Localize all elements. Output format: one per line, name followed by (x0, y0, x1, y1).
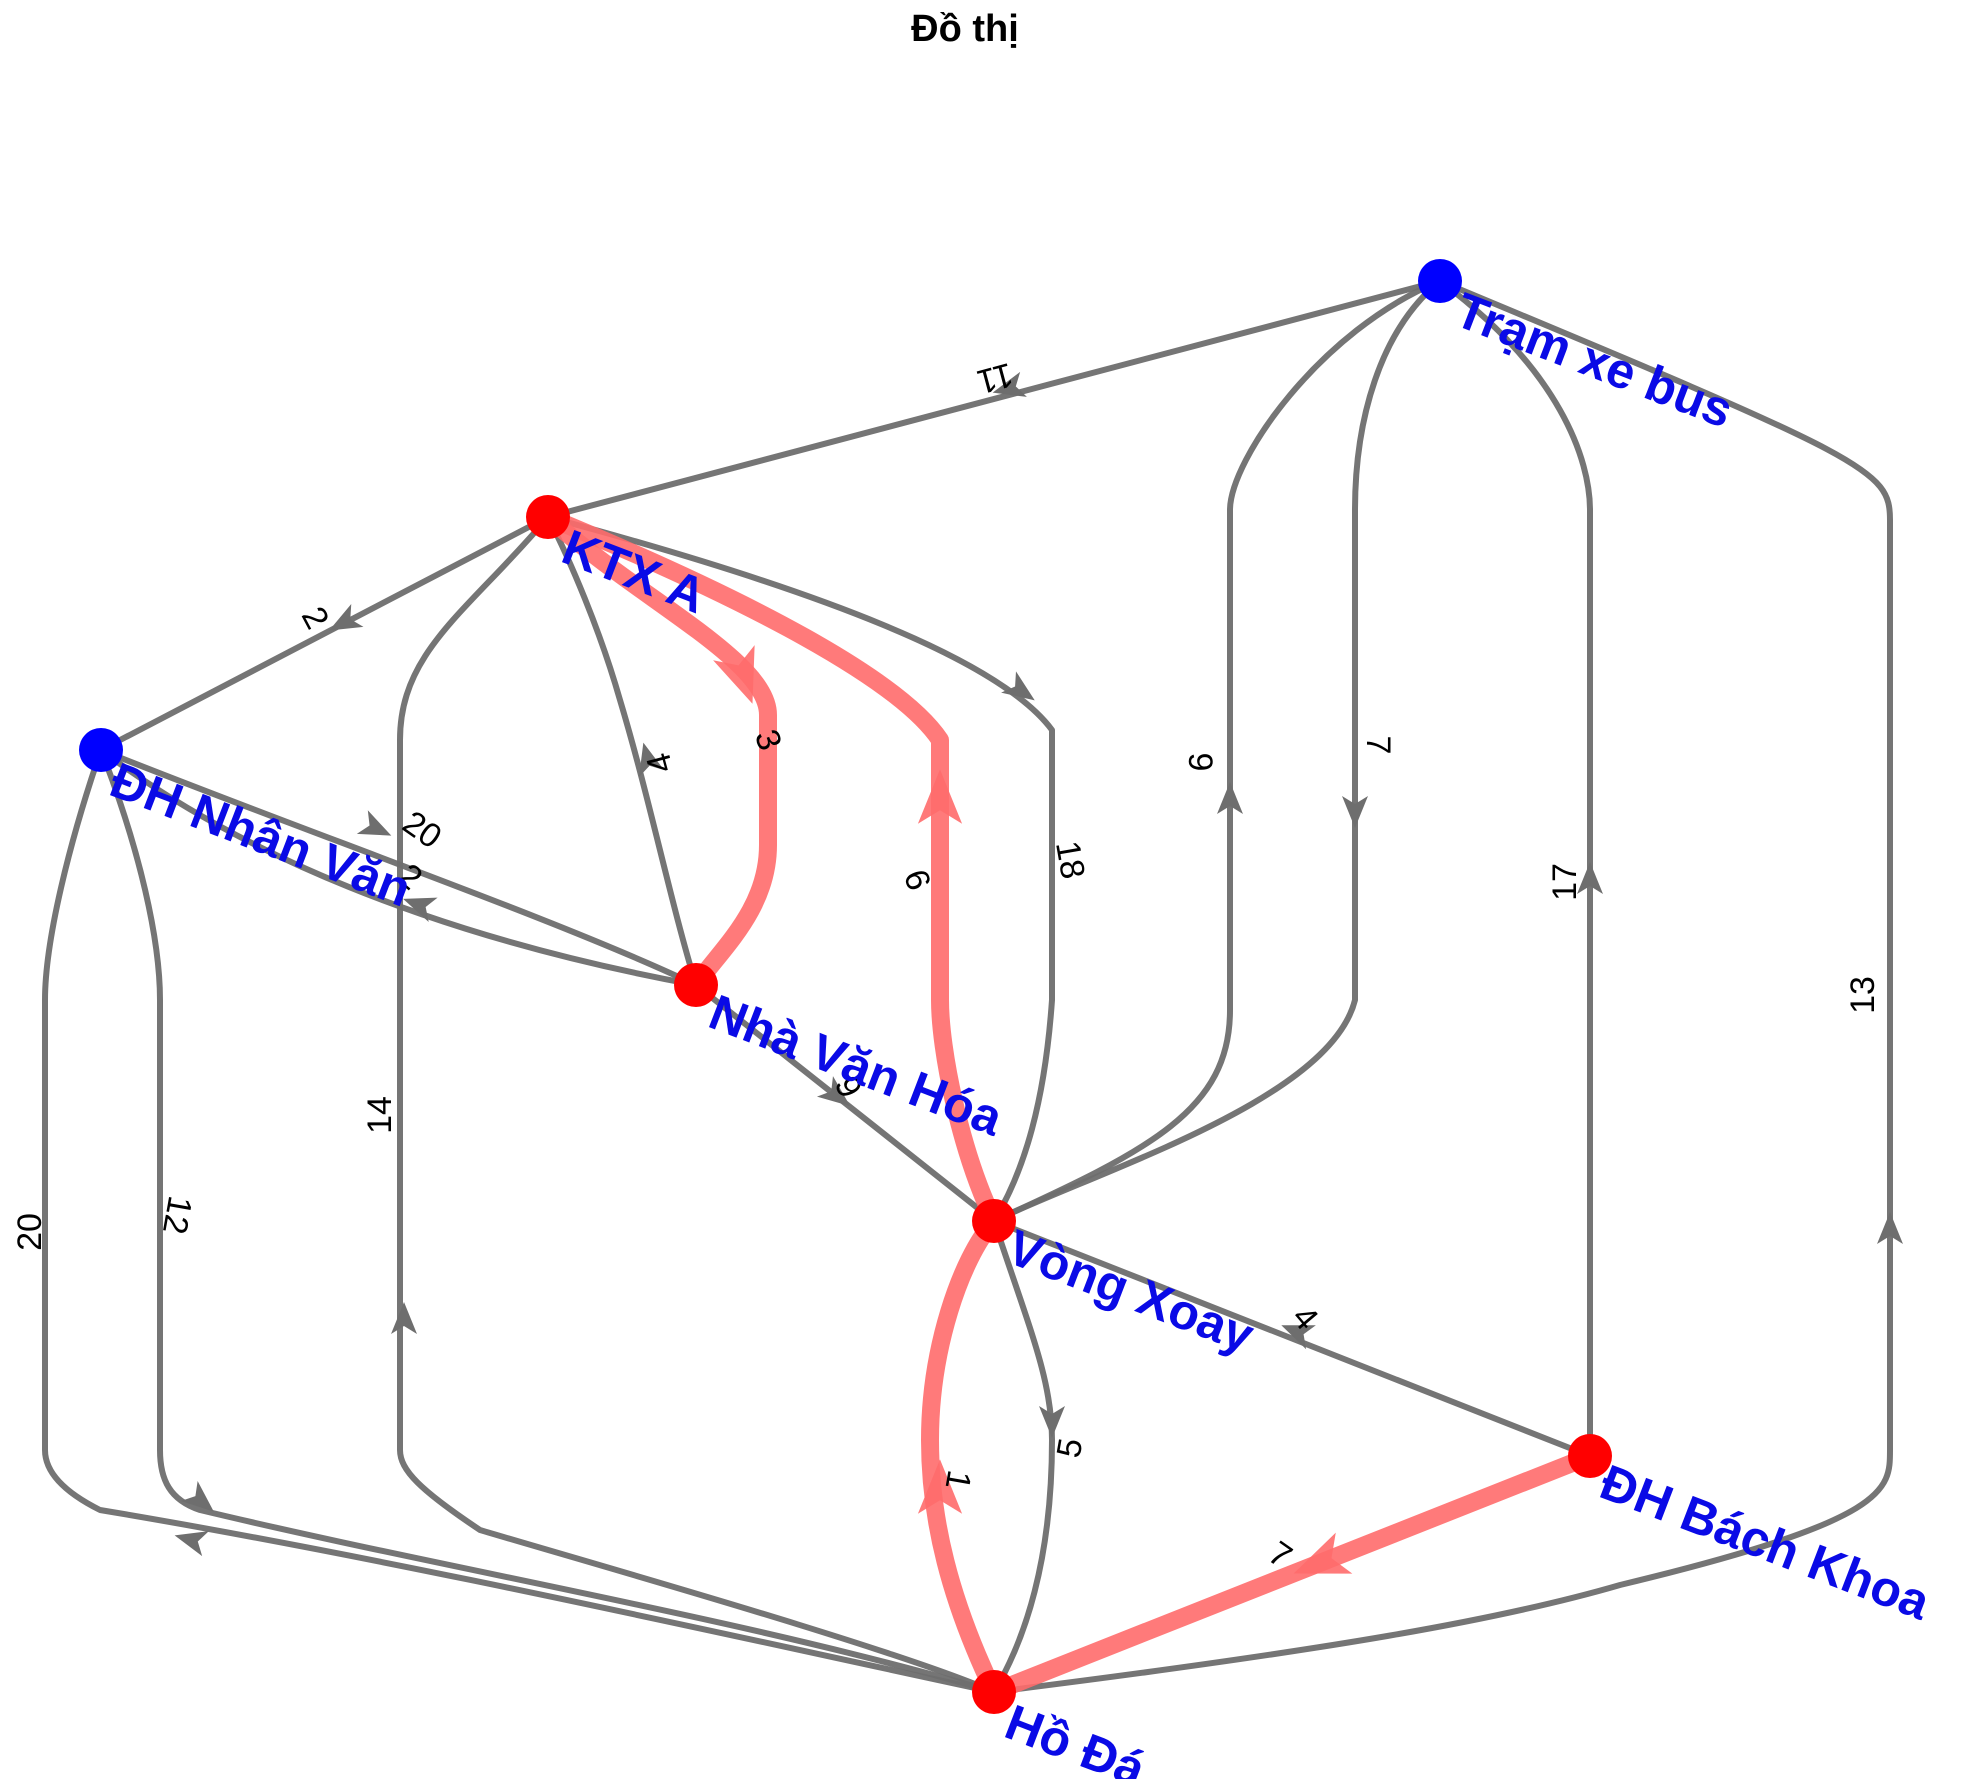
edge-ktx-a-to-dh-nhan-van[interactable] (98, 514, 551, 753)
arrowhead-icon (180, 1481, 214, 1512)
edge-weight-label: 5 (1050, 1435, 1091, 1460)
node-dot (1568, 1434, 1612, 1478)
edge-line (98, 747, 997, 1695)
edge-line (991, 278, 1443, 1224)
arrowhead-icon (1039, 1406, 1065, 1438)
node-dot (674, 963, 718, 1007)
edge-tram-xe-bus-to-ktx-a[interactable] (545, 278, 1443, 520)
node-label: KTX A (555, 519, 713, 624)
edge-vong-xoay-to-dh-bach-khoa[interactable] (991, 1218, 1593, 1459)
arrowhead-icon (356, 810, 392, 836)
edge-ho-da-to-tram-xe-bus[interactable] (991, 278, 1903, 1695)
edge-vong-xoay-to-ho-da[interactable] (991, 1218, 1065, 1695)
edge-vong-xoay-to-ktx-a[interactable] (539, 508, 1003, 1230)
edge-line (545, 514, 699, 988)
arrowhead-icon (713, 645, 755, 704)
node-dh-bach-khoa[interactable]: ĐH Bách Khoa (1568, 1434, 1938, 1631)
edge-ktx-a-to-nha-van-hoa[interactable] (539, 508, 777, 994)
edge-line (545, 514, 1055, 1224)
edge-ktx-a-to-vong-xoay[interactable] (545, 514, 1055, 1224)
graph-title: Đồ thị (911, 8, 1019, 50)
node-nha-van-hoa[interactable]: Nhà Văn Hóa (674, 963, 1011, 1147)
edge-weight-label: 17 (1546, 863, 1584, 901)
edge-nha-van-hoa-to-ktx-a[interactable] (545, 514, 699, 988)
edge-weight-label: 7 (1359, 736, 1397, 755)
edge-vong-xoay-to-tram-xe-bus[interactable] (991, 278, 1443, 1224)
edge-line (545, 278, 1443, 520)
arrowhead-icon (1281, 1325, 1316, 1350)
edge-tram-xe-bus-to-vong-xoay[interactable] (991, 278, 1443, 1224)
node-label: Nhà Văn Hóa (702, 984, 1011, 1147)
arrowhead-icon (917, 769, 963, 824)
edge-weight-label: 20 (396, 804, 449, 857)
edge-line (539, 508, 1003, 1230)
edge-weight-label: 9 (1181, 753, 1219, 772)
node-dh-nhan-van[interactable]: ĐH Nhân Văn (79, 728, 419, 918)
arrowhead-icon (174, 1531, 209, 1557)
node-dot (972, 1670, 1016, 1714)
arrowhead-icon (391, 1302, 417, 1334)
edge-weight-label: 18 (1048, 838, 1092, 882)
node-dot (526, 495, 570, 539)
edge-line (985, 1447, 1599, 1701)
arrowhead-icon (1001, 671, 1035, 701)
edges-layer (42, 278, 1903, 1695)
edge-ho-da-to-vong-xoay[interactable] (917, 1212, 1003, 1701)
edge-line (98, 514, 551, 753)
arrowhead-icon (1342, 796, 1368, 828)
edge-weight-label: 20 (11, 1213, 49, 1251)
arrowhead-icon (992, 371, 1027, 397)
edge-line (991, 278, 1893, 1695)
highlighted-path-layer (539, 508, 1599, 1701)
edge-line (921, 1212, 1003, 1701)
edge-dh-nhan-van-to-nha-van-hoa[interactable] (98, 747, 699, 988)
edge-line (98, 747, 699, 988)
edge-dh-nhan-van-to-ho-da[interactable] (98, 747, 997, 1695)
node-dot (972, 1199, 1016, 1243)
arrowhead-icon (816, 1076, 851, 1107)
node-tram-xe-bus[interactable]: Trạm xe bus (1418, 259, 1740, 439)
edge-line (397, 514, 997, 1695)
node-dot (1418, 259, 1462, 303)
arrowhead-icon (917, 1459, 963, 1514)
node-ho-da[interactable]: Hồ Đá (972, 1670, 1153, 1779)
node-label: Trạm xe bus (1448, 282, 1740, 439)
edge-weight-label: 13 (1844, 976, 1882, 1014)
arrowhead-icon (1877, 1212, 1903, 1244)
arrowhead-icon (329, 603, 364, 631)
edge-line (991, 1218, 1055, 1695)
arrowhead-icon (1293, 1532, 1353, 1574)
edge-weight-label: 11 (973, 355, 1017, 401)
edge-dh-bach-khoa-to-tram-xe-bus[interactable] (1437, 278, 1603, 1459)
arrowhead-icon (1217, 782, 1243, 814)
edge-nha-van-hoa-to-dh-nhan-van[interactable] (98, 747, 699, 988)
edge-line (991, 278, 1443, 1224)
edge-line (42, 747, 997, 1695)
edge-weight-label: 12 (155, 1193, 199, 1237)
node-dot (79, 728, 123, 772)
node-label: Vòng Xoay (1000, 1219, 1261, 1364)
node-label: Hồ Đá (998, 1694, 1153, 1779)
edge-line (1437, 278, 1593, 1459)
edge-nha-van-hoa-to-vong-xoay[interactable] (693, 982, 997, 1224)
arrowhead-icon (1577, 862, 1603, 894)
edge-ho-da-to-dh-nhan-van[interactable] (42, 747, 997, 1695)
edge-dh-bach-khoa-to-ho-da[interactable] (985, 1447, 1599, 1701)
edge-line (539, 508, 777, 994)
edge-ho-da-to-ktx-a[interactable] (391, 514, 997, 1695)
node-ktx-a[interactable]: KTX A (526, 495, 713, 624)
node-label: ĐH Nhân Văn (103, 752, 419, 918)
edge-line (991, 1218, 1593, 1459)
arrowhead-icon (403, 897, 438, 923)
arrowhead-icon (639, 742, 665, 777)
edge-weight-label: 14 (361, 1096, 399, 1134)
